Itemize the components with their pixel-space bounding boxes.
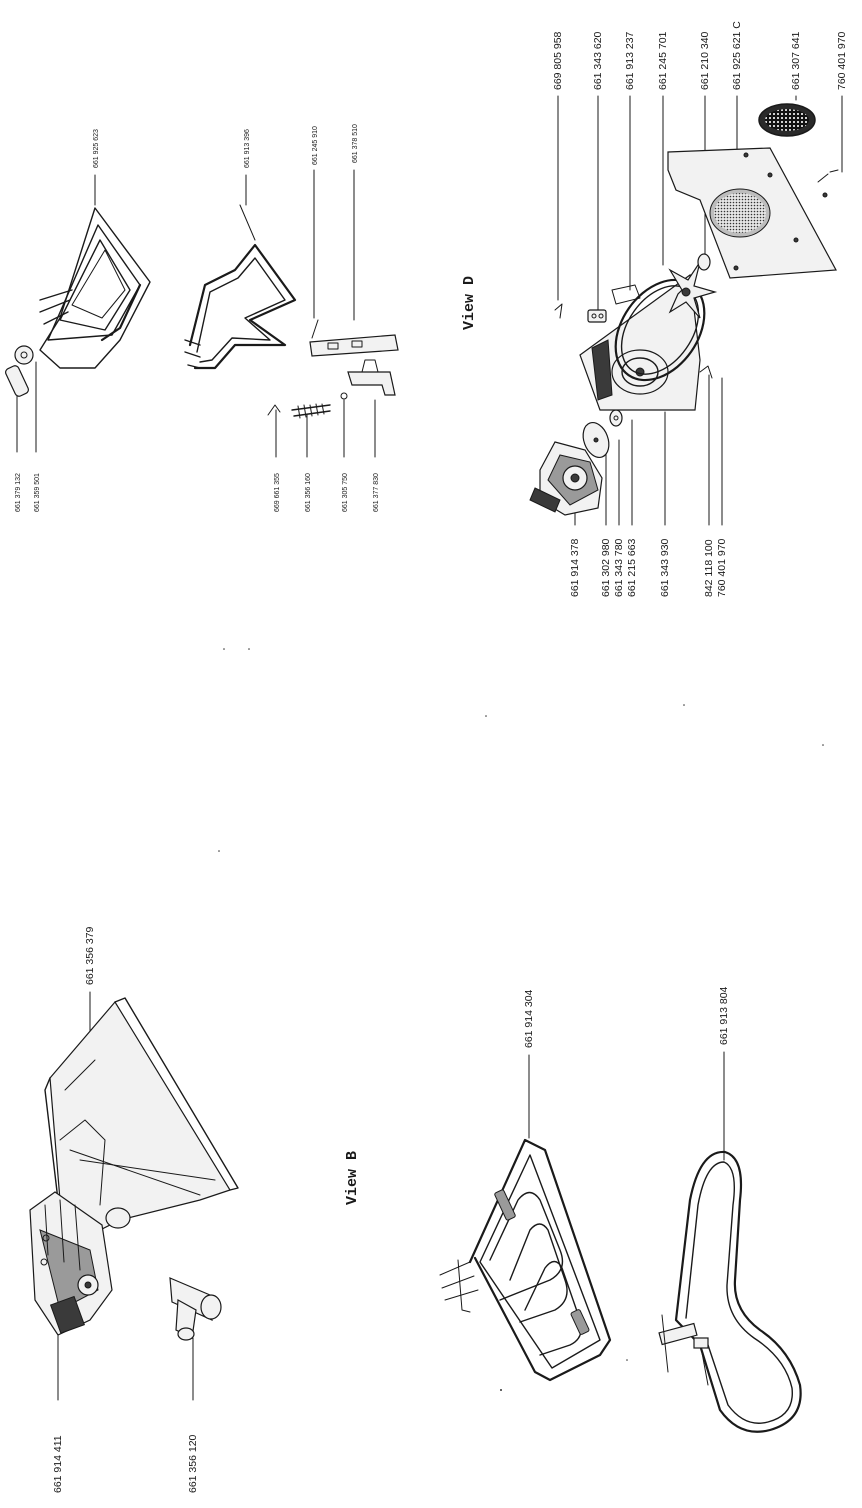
part-label: 661 305 750: [342, 473, 349, 512]
grill-element-rack-icon: [5, 207, 151, 397]
part-label: 661 215 663: [626, 538, 638, 597]
part-label: 661 356 160: [305, 473, 312, 512]
top-left-leader-lines: [16, 169, 376, 458]
part-label: 760 401 970: [716, 538, 728, 597]
lamp-holder-icon: [169, 1277, 222, 1341]
bracket-parts-icon: [267, 319, 399, 419]
part-label: 669 661 355: [274, 473, 281, 512]
part-label: 661 343 780: [613, 538, 625, 597]
part-label: 842 118 100: [703, 539, 715, 597]
part-label: 661 356 379: [84, 926, 96, 985]
fan-cover-hood-icon: [44, 997, 239, 1231]
part-label: 661 914 411: [52, 1435, 64, 1493]
fan-blade-icon: [668, 253, 718, 319]
fan-motor-icon: [529, 441, 603, 516]
part-label: 661 356 120: [187, 1434, 199, 1493]
view-b-label: View B: [344, 1151, 361, 1205]
part-label: 661 343 930: [659, 538, 671, 597]
part-label: 661 925 621 C: [731, 21, 743, 90]
part-label: 661 302 980: [600, 538, 612, 597]
part-label: 669 805 958: [552, 31, 564, 90]
motor-housing-icon: [29, 1191, 113, 1336]
part-label: 661 343 620: [592, 31, 604, 90]
view-d-label: View D: [461, 276, 478, 330]
part-label: 661 245 910: [312, 126, 319, 165]
top-left-part-labels: 661 379 132 661 359 501 661 925 623 661 …: [15, 124, 380, 512]
part-label: 661 378 510: [352, 124, 359, 163]
grille-cover-icon: [758, 103, 839, 198]
part-label: 661 913 237: [624, 31, 636, 90]
part-label: 661 307 641: [790, 31, 802, 90]
part-label: 661 914 304: [523, 989, 535, 1048]
view-d-part-labels: 669 805 958 661 343 620 661 913 237 661 …: [552, 21, 848, 597]
fan-plate-ring-element-icon: [554, 273, 713, 411]
part-label: 760 401 970: [836, 31, 848, 90]
part-label: 661 245 701: [657, 31, 669, 90]
part-label: 661 377 830: [373, 473, 380, 512]
part-label: 661 379 132: [15, 473, 22, 512]
circular-element-icon: [658, 1150, 802, 1433]
scan-specks: [218, 648, 824, 1391]
back-panel-icon: [667, 147, 837, 279]
fan-disc-icon: [582, 409, 623, 459]
part-label: 661 913 804: [718, 986, 730, 1045]
heating-element-icon: [184, 204, 297, 370]
part-label: 661 210 340: [699, 31, 711, 90]
part-label: 661 913 396: [244, 129, 251, 168]
serpentine-element-icon: [439, 1138, 612, 1382]
view-b-part-labels: 661 356 379 661 914 304 661 913 804 661 …: [52, 926, 730, 1493]
part-label: 661 914 378: [569, 538, 581, 597]
part-label: 661 359 501: [34, 473, 41, 512]
part-label: 661 925 623: [93, 129, 100, 168]
